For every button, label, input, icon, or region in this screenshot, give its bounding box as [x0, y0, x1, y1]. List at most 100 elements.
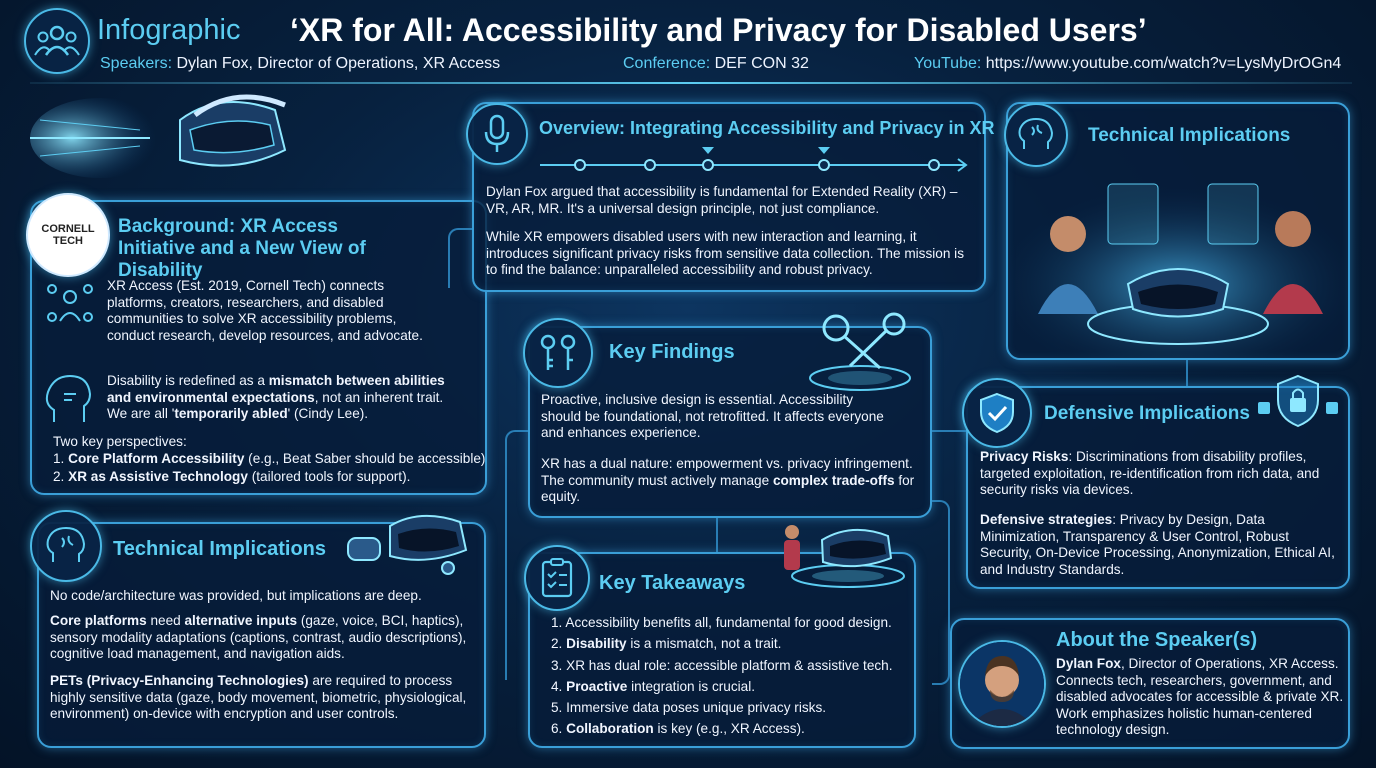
- key-findings-paragraph-1: Proactive, inclusive design is essential…: [541, 392, 884, 441]
- brain-icon: [30, 510, 102, 582]
- brain-icon-top: [1004, 103, 1068, 167]
- timeline-decoration: [540, 147, 968, 172]
- takeaway-num: 5.: [551, 700, 567, 716]
- strat-rest: : Privacy by Design, Data Minimization, …: [980, 512, 1335, 577]
- vr-headset-illustration: [30, 94, 287, 178]
- takeaway-bold: Proactive: [566, 678, 628, 694]
- defensive-strategies-text: Defensive strategies: Privacy by Design,…: [980, 512, 1340, 578]
- tech-p2-bold-2: alternative inputs: [184, 613, 298, 628]
- technical-implications-top-panel: [1006, 102, 1350, 360]
- persp2-rest: (tailored tools for support).: [247, 469, 411, 484]
- background-paragraph-2: Disability is redefined as a mismatch be…: [107, 373, 467, 423]
- community-icon: [47, 284, 93, 322]
- key-findings-panel: [528, 326, 932, 518]
- tech-p2-rest: (gaze, voice, BCI, haptics), sensory mod…: [50, 613, 467, 662]
- kf-p2-bold: complex trade-offs: [772, 472, 895, 488]
- youtube-line: YouTube: https://www.youtube.com/watch?v…: [914, 55, 1341, 73]
- takeaway-num: 6.: [551, 721, 567, 737]
- connector-bg-overview: [448, 228, 472, 288]
- tech-p3-bold: PETs (Privacy-Enhancing Technologies): [50, 673, 309, 688]
- privacy-risks-text: Privacy Risks: Discriminations from disa…: [980, 449, 1340, 499]
- takeaway-item-6: 6. Collaboration is key (e.g., XR Access…: [551, 721, 893, 738]
- strat-bold: Defensive strategies: [980, 512, 1113, 527]
- perspective-2: 2. XR as Assistive Technology (tailored …: [53, 469, 410, 486]
- p2-post: ' (Cindy Lee).: [287, 406, 369, 422]
- youtube-key: YouTube:: [914, 55, 982, 72]
- p2-pre: Disability is redefined as a: [107, 373, 269, 388]
- about-speaker-title: About the Speaker(s): [1056, 629, 1258, 651]
- keys-illustration: [809, 312, 911, 391]
- key-takeaways-panel: [528, 552, 916, 748]
- tech-paragraph-3: PETs (Privacy-Enhancing Technologies) ar…: [50, 673, 470, 723]
- kf-p2-pre: XR has a dual nature: empowerment vs. pr…: [541, 456, 913, 488]
- persp2-num: 2.: [53, 469, 69, 484]
- persp1-bold: Core Platform Accessibility: [68, 451, 245, 466]
- technical-implications-top-title: Technical Implications: [1088, 125, 1291, 146]
- conference-key: Conference:: [623, 55, 711, 72]
- overview-title: Overview: Integrating Accessibility and …: [539, 118, 995, 138]
- persp2-bold: XR as Assistive Technology: [68, 469, 248, 484]
- tech-paragraph-1: No code/architecture was provided, but i…: [50, 588, 422, 603]
- p2-mid: , not an inherent trait. We are all ': [107, 389, 444, 422]
- takeaways-list: 1. Accessibility benefits all, fundament…: [551, 615, 893, 738]
- risks-bold: Privacy Risks: [980, 449, 1069, 464]
- head-profile-icon: [45, 374, 92, 422]
- connector-kf-defensive: [932, 430, 966, 432]
- vr-controllers-illustration: [347, 514, 468, 575]
- speaker-name: Dylan Fox: [1056, 656, 1121, 671]
- locks-illustration: [1258, 374, 1338, 428]
- background-title: Background: XR Access Initiative and a N…: [118, 216, 366, 281]
- perspectives-label: Two key perspectives:: [53, 434, 187, 449]
- risks-rest: : Discriminations from disability profil…: [980, 449, 1320, 498]
- tech-p3-rest: are required to process highly sensitive…: [50, 673, 467, 722]
- key-findings-title: Key Findings: [609, 341, 735, 363]
- takeaway-text: Immersive data poses unique privacy risk…: [566, 700, 827, 716]
- connector-tech-top: [1186, 360, 1188, 386]
- connector-kf-down: [716, 518, 718, 552]
- speaker-avatar: [958, 640, 1046, 728]
- overview-paragraph-2: While XR empowers disabled users with ne…: [486, 229, 964, 278]
- overview-paragraph-1: Dylan Fox argued that accessibility is f…: [486, 184, 958, 216]
- takeaway-bold: Disability: [566, 636, 627, 652]
- speakers-line: Speakers: Dylan Fox, Director of Operati…: [100, 55, 500, 73]
- takeaway-bold: Collaboration: [566, 721, 654, 737]
- conference-value: DEF CON 32: [714, 55, 809, 72]
- takeaway-text: XR has dual role: accessible platform & …: [566, 657, 893, 673]
- cornell-tech-logo: CORNELL TECH: [26, 193, 110, 277]
- tech-paragraph-2: Core platforms need alternative inputs (…: [50, 613, 475, 663]
- takeaway-num: 1.: [551, 615, 566, 630]
- header-divider: [30, 82, 1352, 84]
- persp1-num: 1.: [53, 451, 69, 466]
- youtube-link[interactable]: https://www.youtube.com/watch?v=LysMyDrO…: [985, 55, 1342, 72]
- conference-line: Conference: DEF CON 32: [623, 55, 809, 73]
- takeaway-num: 4.: [551, 678, 567, 694]
- checklist-icon: [524, 545, 590, 611]
- speakers-key: Speakers:: [100, 55, 173, 72]
- people-group-icon: [24, 8, 90, 74]
- speaker-bio: Dylan Fox, Director of Operations, XR Ac…: [1056, 656, 1346, 739]
- tech-p2-bold-1: Core platforms: [50, 613, 147, 628]
- takeaway-item-3: 3. XR has dual role: accessible platform…: [551, 658, 893, 675]
- defensive-title: Defensive Implications: [1044, 403, 1250, 424]
- p2-bold-1: mismatch between abilities and environme…: [107, 373, 445, 405]
- page-title: ‘XR for All: Accessibility and Privacy f…: [290, 12, 1147, 48]
- persp1-rest: (e.g., Beat Saber should be accessible): [244, 451, 486, 466]
- tech-p2-mid: need: [146, 613, 185, 628]
- takeaway-num: 2.: [551, 636, 567, 652]
- takeaway-item-4: 4. Proactive integration is crucial.: [551, 679, 893, 696]
- infographic-label: Infographic: [97, 14, 241, 46]
- connector-left-kf: [505, 430, 528, 680]
- takeaway-item-1: 1. Accessibility benefits all, fundament…: [551, 615, 893, 632]
- takeaway-text: Accessibility benefits all, fundamental …: [565, 615, 892, 630]
- logo-line2: TECH: [53, 235, 83, 247]
- takeaway-text: is a mismatch, not a trait.: [626, 636, 782, 652]
- microphone-icon: [466, 103, 528, 165]
- takeaway-text: integration is crucial.: [627, 678, 756, 694]
- vr-users-illustration: [1008, 174, 1348, 358]
- background-paragraph-1: XR Access (Est. 2019, Cornell Tech) conn…: [107, 278, 423, 343]
- p2-bold-2: temporarily abled: [174, 406, 288, 422]
- takeaway-text: is key (e.g., XR Access).: [653, 721, 805, 737]
- kf-p2-post: for equity.: [541, 472, 915, 505]
- takeaway-item-2: 2. Disability is a mismatch, not a trait…: [551, 636, 893, 653]
- takeaway-item-5: 5. Immersive data poses unique privacy r…: [551, 700, 893, 717]
